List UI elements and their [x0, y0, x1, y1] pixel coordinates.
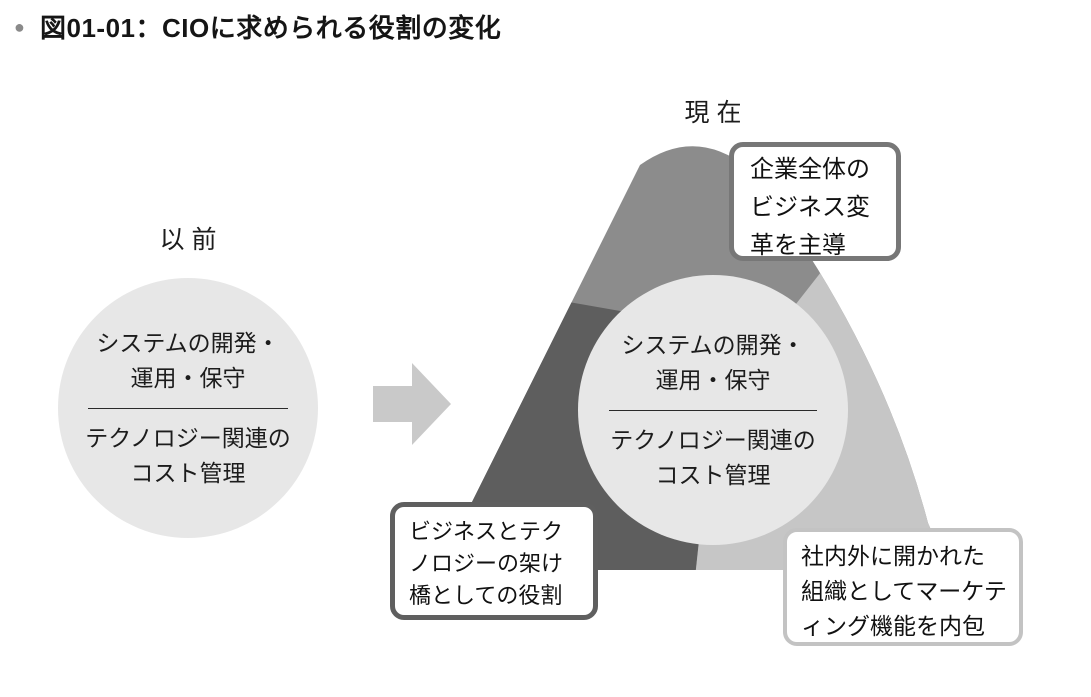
before-circle-text-line2: 運用・保守	[130, 364, 246, 391]
figure-title-row: ● 図01-01：CIOに求められる役割の変化	[14, 8, 501, 45]
before-label: 以 前	[159, 226, 217, 254]
block-arrow-right-icon	[373, 363, 451, 445]
before-circle-text-line3: テクノロジー関連の	[85, 424, 291, 451]
callout-business-transformation: 企業全体の ビジネス変 革を主導	[729, 142, 901, 261]
divider-line	[609, 409, 817, 411]
circle-bullet-icon: ●	[14, 17, 25, 36]
figure-title: 図01-01：CIOに求められる役割の変化	[40, 13, 502, 43]
after-circle-text-line3: テクノロジー関連の	[610, 426, 816, 453]
after-circle-text-line4: コスト管理	[655, 461, 771, 488]
callout-bridge-role: ビジネスとテク ノロジーの架け 橋としての役割	[390, 502, 598, 620]
before-circle: システムの開発・ 運用・保守 テクノロジー関連の コスト管理	[58, 278, 318, 538]
after-label: 現 在	[684, 99, 742, 127]
after-circle: システムの開発・ 運用・保守 テクノロジー関連の コスト管理	[578, 275, 848, 545]
after-circle-text-line1: システムの開発・	[621, 331, 805, 358]
before-circle-text-line1: システムの開発・	[96, 329, 280, 356]
before-circle-text-line4: コスト管理	[130, 459, 246, 486]
after-circle-text-line2: 運用・保守	[655, 366, 771, 393]
callout-marketing-function: 社内外に開かれた 組織としてマーケテ ィング機能を内包	[783, 528, 1023, 646]
arrow-shape	[373, 363, 451, 445]
divider-line	[88, 407, 288, 409]
